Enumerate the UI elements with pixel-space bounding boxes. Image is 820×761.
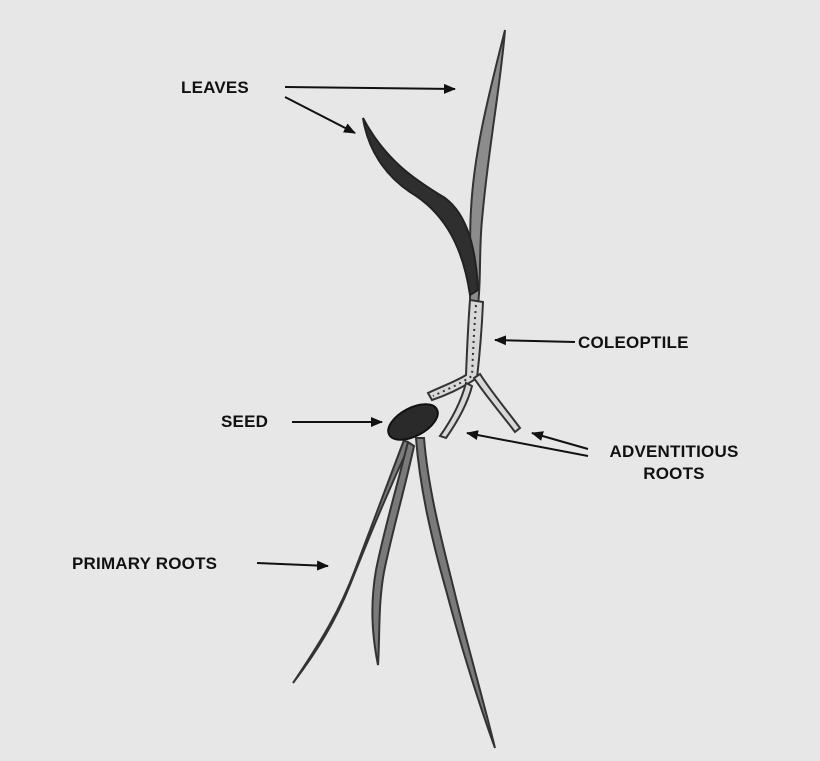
leaf-left bbox=[363, 118, 478, 295]
seed-shape bbox=[383, 397, 444, 447]
leaves-arrow-1 bbox=[285, 87, 455, 89]
primary-root-1 bbox=[293, 440, 410, 683]
primary-root-3 bbox=[416, 438, 495, 748]
label-primary-roots: PRIMARY ROOTS bbox=[72, 554, 217, 574]
label-coleoptile: COLEOPTILE bbox=[578, 333, 689, 353]
label-adventitious-line-2: ROOTS bbox=[593, 463, 755, 485]
coleoptile-arrow bbox=[495, 340, 575, 342]
label-seed: SEED bbox=[221, 412, 268, 432]
primary-roots-arrow bbox=[257, 563, 328, 566]
label-leaves: LEAVES bbox=[181, 78, 249, 98]
adventitious-root-2 bbox=[474, 374, 520, 432]
label-adventitious-roots: ADVENTITIOUS ROOTS bbox=[593, 441, 755, 485]
coleoptile-shape bbox=[428, 300, 483, 400]
label-adventitious-line-1: ADVENTITIOUS bbox=[593, 441, 755, 463]
leaves-arrow-2 bbox=[285, 97, 355, 133]
